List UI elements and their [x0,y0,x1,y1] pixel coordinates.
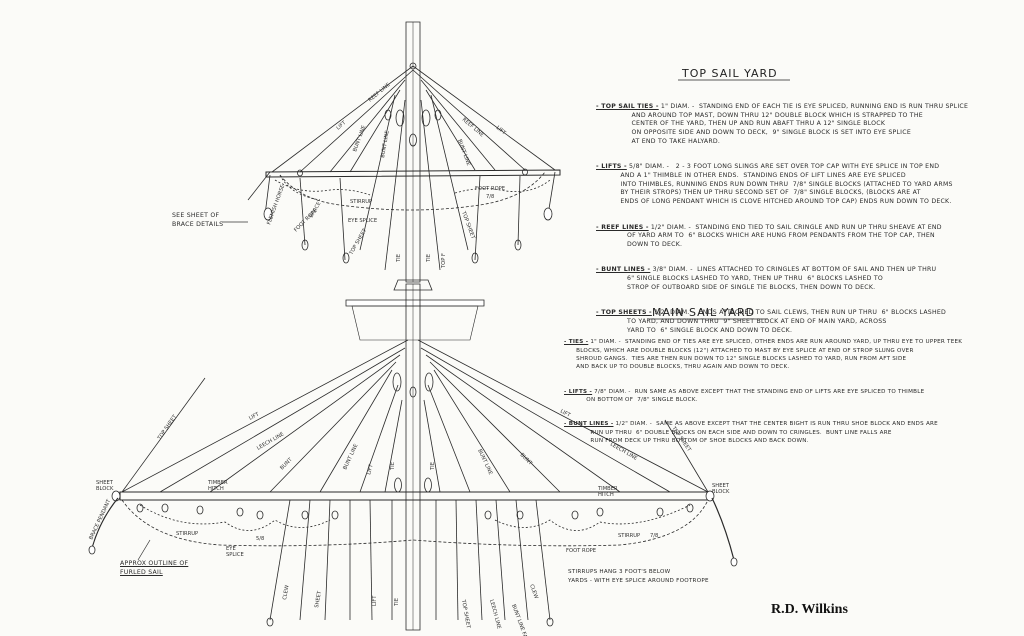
top-bunt-label-r: BUNT LINE [456,139,471,167]
top-foot-rope-l: FOOT ROPE [293,208,319,234]
main-tag-l: 5/8 [256,536,264,542]
top-bunt-label-l: BUNT LINE [352,125,367,153]
main-yard [119,491,713,501]
main-top-sheet-l: TOP SHEET [156,413,179,442]
main-lift-lo: LIFT [372,595,378,606]
top-reef-label-r: REEF LINE [461,117,485,139]
topsail-note-sheets: - TOP SHEETS - 1/2" DIAM. - ENDS ATTACHE… [596,309,968,335]
main-leech-lo: LEECH LINE [488,599,502,630]
main-sheet-block-r-2: BLOCK [712,489,730,495]
main-bunt-r: BUNT [519,452,534,467]
topsail-note-lifts-text: 5/8" DIAM. - 2 - 3 FOOT LONG SLINGS ARE … [620,163,953,205]
top-tie-label-r: TIE [426,254,432,263]
top-lift-label-l: LIFT [335,120,348,132]
topsail-note-lifts: - LIFTS - 5/8" DIAM. - 2 - 3 FOOT LONG S… [596,163,968,206]
main-lift-l: LIFT [248,411,261,422]
mainsail-title: MAIN SAIL YARD [652,306,755,319]
main-sheet-block-r-1: SHEET [712,483,730,489]
main-timber-hitch-l-2: HITCH [208,486,224,492]
main-brace-pendant: BRACE PENDANT [88,498,112,541]
top-mast [405,21,421,283]
main-stirrup-l: STIRRUP [176,531,198,537]
top-cap [393,279,433,291]
topsail-yard [265,169,561,178]
topsail-note-ties-key: - TOP SAIL TIES - [596,103,659,111]
top-stirrup-label: STIRRUP [350,199,372,205]
mainsail-note-bunt: - BUNT LINES - 1/2" DIAM. - SAME AS ABOV… [564,420,962,445]
topsail-rigging [247,21,561,291]
topsail-note-bunt: - BUNT LINES - 3/8" DIAM. - LINES ATTACH… [596,266,968,292]
mainsail-notes: - TIES - 1" DIAM. - STANDING END OF TIES… [564,322,962,453]
main-lift-r: LIFT [559,408,572,419]
furled-sail-note: APPROX OUTLINE OF FURLED SAIL [120,560,189,576]
top-flemish-label: FLEMISH HORSE [266,184,286,226]
main-timber-hitch-r-2: HITCH [598,492,614,498]
signature: R.D. Wilkins [771,602,848,617]
top-foot-rope-r: FOOT ROPE [475,186,505,192]
main-bunt-line-l: BUNT LINE [342,443,359,471]
topsail-note-reef: - REEF LINES - 1/2" DIAM. - STANDING END… [596,224,968,250]
main-sheet-lo: SHEET [314,590,323,609]
main-tag-r: 7/8 [650,533,658,539]
brace-details-note: SEE SHEET OF BRACE DETAILS [172,212,224,228]
top-sheet-label-l: TOP SHEET [348,227,369,257]
mainsail-note-bunt-key: - BUNT LINES - [564,421,614,428]
mainsail-note-bunt-text: 1/2" DIAM. - SAME AS ABOVE EXCEPT THAT T… [590,421,938,444]
main-timber-hitch-l-1: TIMBER [207,480,228,486]
mainsail-furled [121,499,709,547]
topsail-notes: - TOP SAIL TIES - 1" DIAM. - STANDING EN… [596,86,968,344]
top-eye-splice-label: EYE SPLICE [348,218,377,224]
topsail-note-reef-text: 1/2" DIAM. - STANDING END TIED TO SAIL C… [627,223,942,248]
main-tie-lo: TIE [394,598,400,607]
main-timber-hitch-r-1: TIMBER [597,486,618,492]
main-lift-c: LIFT [366,463,375,475]
main-eye-splice-2: SPLICE [226,552,244,558]
top-lift-label-r: LIFT [495,125,508,137]
main-foot-rope: FOOT ROPE [566,548,596,554]
topsail-note-bunt-text: 3/8" DIAM. - LINES ATTACHED TO CRINGLES … [627,266,937,291]
topsail-note-bunt-key: - BUNT LINES - [596,266,651,274]
main-clew-l: CLEW [282,585,291,601]
mainsail-note-ties-text: 1" DIAM. - STANDING END OF TIES ARE EYE … [576,339,963,371]
main-top-sheet-lo: TOP SHEET [460,598,471,629]
topsail-note-reef-key: - REEF LINES - [596,223,649,231]
main-eye-splice-1: EYE [226,546,236,552]
main-stirrup-r: STIRRUP [618,533,640,539]
main-sheet-block-l-1: SHEET [96,480,114,486]
top-top-f-label: TOP F [441,253,447,269]
top-tie-label-l: TIE [396,254,402,263]
stirrups-note: STIRRUPS HANG 3 FOOT'S BELOW YARDS - WIT… [568,569,709,584]
top-platform [345,299,485,307]
mainsail-rigging [88,283,738,631]
topsail-note-sheets-text: 1/2" DIAM. - ENDS ATTACHED TO SAIL CLEWS… [627,309,947,334]
main-mast [405,283,421,631]
mainsail-note-lifts-text: 7/8" DIAM. - RUN SAME AS ABOVE EXCEPT TH… [586,388,925,403]
mainsail-note-lifts: - LIFTS - 7/8" DIAM. - RUN SAME AS ABOVE… [564,388,962,404]
topsail-note-ties: - TOP SAIL TIES - 1" DIAM. - STANDING EN… [596,103,968,146]
mainsail-note-ties: - TIES - 1" DIAM. - STANDING END OF TIES… [564,338,962,371]
topsail-title: TOP SAIL YARD [681,67,778,80]
main-bunt-line-r: BUNT LINE [476,448,493,476]
topsail-note-lifts-key: - LIFTS - [596,163,627,171]
top-bunt-sm-label: BUNT LINE [380,130,391,158]
mainsail-note-ties-key: - TIES - [564,339,589,346]
topsail-note-ties-text: 1" DIAM. - STANDING END OF EACH TIE IS E… [631,103,969,145]
main-clew-r: CLEW [528,584,539,600]
topsail-note-sheets-key: - TOP SHEETS - [596,309,652,317]
main-tie-r: TIE [430,462,436,471]
topsail-furled [279,171,546,211]
main-tie-l: TIE [390,462,396,471]
main-sheet-block-l-2: BLOCK [96,486,114,492]
top-foot-rope-tag: 7/8 [486,194,494,200]
mainsail-note-lifts-key: - LIFTS - [564,388,593,395]
